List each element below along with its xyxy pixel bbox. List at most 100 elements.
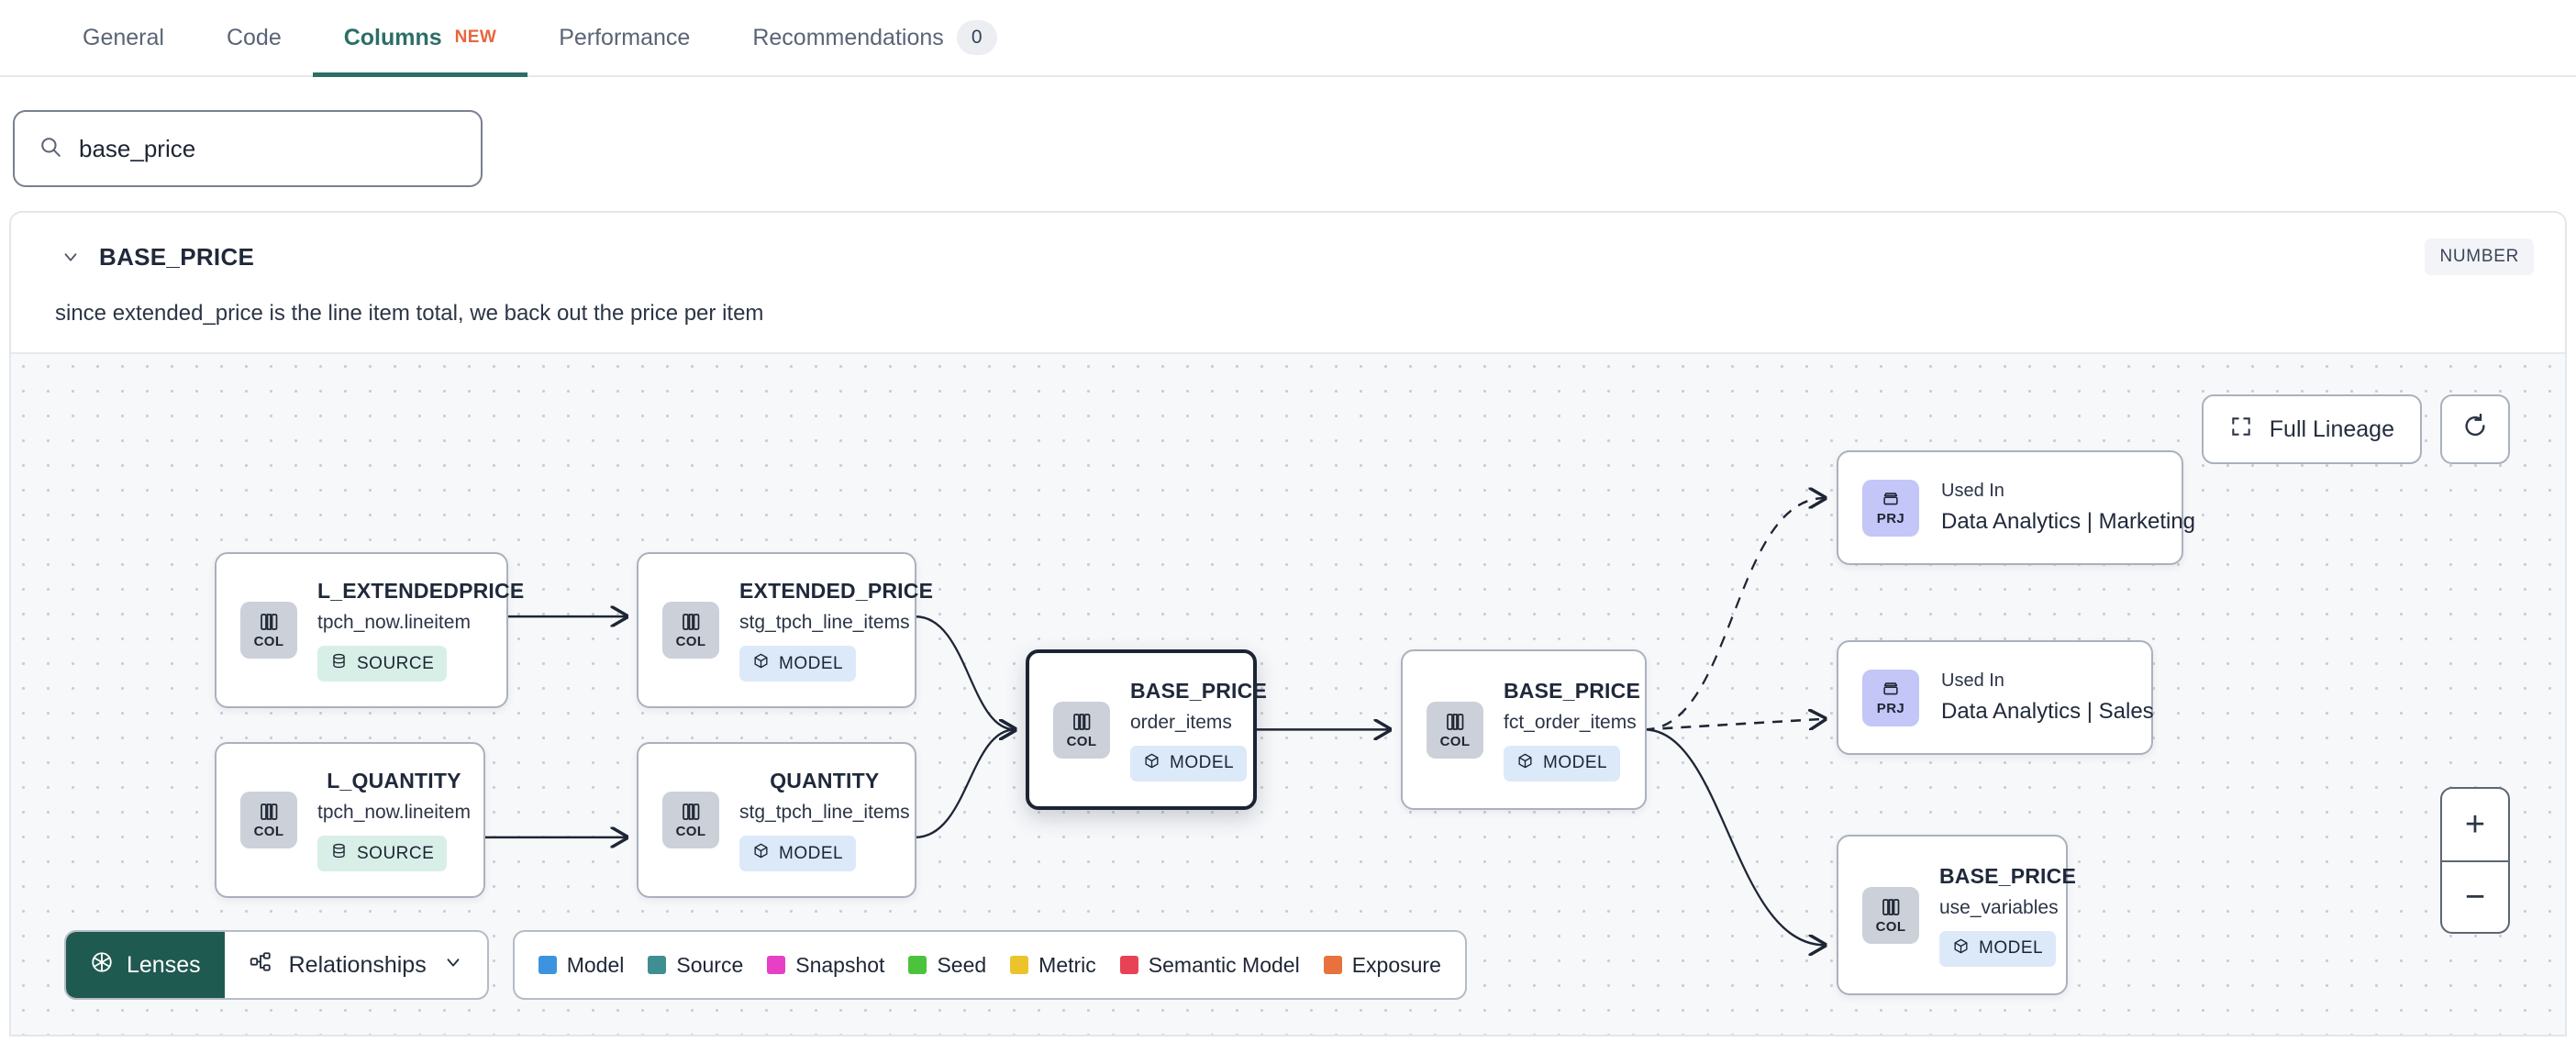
badge-label: MODEL [1170,753,1235,772]
legend-swatch [767,956,786,974]
node-project-name: Data Analytics | Marketing [1941,509,2196,534]
legend-item-model: Model [538,953,624,978]
node-body: BASE_PRICE use_variables MODEL [1919,864,2096,967]
badge-label: SOURCE [357,843,435,863]
search-box[interactable] [13,110,483,187]
legend-item-exposure: Exposure [1323,952,1441,978]
lineage-canvas[interactable]: COL L_EXTENDEDPRICE tpch_now.lineitem SO… [11,352,2565,1035]
legend-swatch [1323,956,1342,974]
lineage-node-base-price-fct-order-items[interactable]: COL BASE_PRICE fct_order_items MODEL [1401,649,1647,810]
zoom-controls: + − [2440,787,2510,934]
relationship-graph-icon [249,950,272,981]
tab-performance[interactable]: Performance [527,0,721,75]
cube-icon [752,842,770,865]
column-type-badge: NUMBER [2425,238,2534,275]
legend-item-semantic-model: Semantic Model [1119,953,1300,978]
node-title: BASE_PRICE [1130,678,1267,703]
col-icon: COL [240,792,297,848]
node-body: Used In Data Analytics | Sales [1919,671,2154,725]
refresh-icon [2461,413,2489,447]
full-lineage-button[interactable]: Full Lineage [2201,394,2422,464]
col-icon: COL [1427,701,1483,759]
node-title: BASE_PRICE [1939,863,2076,888]
node-body: BASE_PRICE order_items MODEL [1110,679,1287,781]
col-icon-label: COL [253,634,284,649]
expand-icon [2229,415,2253,445]
tab-general[interactable]: General [51,0,195,75]
badge-label: MODEL [779,653,844,673]
legend-item-source: Source [648,953,743,978]
page-title: BASE_PRICE [99,242,255,271]
new-badge: NEW [454,28,497,47]
node-type-badge: MODEL [739,836,857,871]
relationships-label: Relationships [288,951,427,978]
canvas-top-controls: Full Lineage [2201,394,2510,464]
legend-item-snapshot: Snapshot [767,953,884,978]
col-icon-label: COL [1066,733,1097,749]
prj-icon-label: PRJ [1876,510,1905,526]
lineage-node-l-quantity[interactable]: COL L_QUANTITY tpch_now.lineitem SOURCE [215,742,485,898]
legend-swatch [908,956,927,974]
col-icon-label: COL [1439,733,1471,749]
badge-label: MODEL [779,843,844,863]
tab-label: Recommendations [752,24,944,50]
lineage-node-prj-data-analytics-marketing[interactable]: PRJ Used In Data Analytics | Marketing [1837,450,2195,565]
cube-icon [1952,937,1970,960]
refresh-button[interactable] [2440,394,2510,464]
node-body: L_QUANTITY tpch_now.lineitem SOURCE [297,769,491,871]
node-project-name: Data Analytics | Sales [1941,699,2154,724]
tab-code[interactable]: Code [195,0,313,75]
cube-icon [752,652,770,675]
legend-label: Seed [937,952,987,977]
prj-icon: PRJ [1862,669,1919,726]
zoom-in-button[interactable]: + [2464,804,2486,844]
col-icon-label: COL [253,824,284,839]
node-type-badge: MODEL [1130,745,1248,781]
tab-label: Code [226,24,282,50]
relationships-dropdown[interactable]: Relationships [225,932,487,998]
column-header: BASE_PRICE NUMBER [11,213,2565,275]
col-icon: COL [240,602,297,659]
tab-recommendations[interactable]: Recommendations 0 [721,0,1027,75]
lineage-node-prj-data-analytics-sales[interactable]: PRJ Used In Data Analytics | Sales [1837,640,2154,755]
col-icon: COL [662,602,719,659]
col-icon: COL [662,792,719,848]
lenses-button[interactable]: Lenses [66,932,225,998]
legend-swatch [1010,956,1029,974]
col-icon: COL [1862,886,1919,944]
lineage-node-l-extendedprice[interactable]: COL L_EXTENDEDPRICE tpch_now.lineitem SO… [215,552,524,708]
search-input[interactable] [79,134,457,163]
edge-fct-to-use-variables [1644,728,1825,945]
lineage-node-base-price-order-items[interactable]: COL BASE_PRICE order_items MODEL [1026,649,1267,810]
legend-item-seed: Seed [908,953,986,978]
node-subtitle: order_items [1130,711,1232,733]
col-icon-label: COL [1875,918,1906,935]
column-card: BASE_PRICE NUMBER since extended_price i… [9,211,2567,1036]
prj-icon: PRJ [1862,479,1919,537]
node-subtitle: tpch_now.lineitem [317,802,471,823]
database-icon [330,842,348,865]
canvas-bottom-toolbar: Lenses Relationships [64,930,1467,1000]
node-subtitle: tpch_now.lineitem [317,612,471,633]
chevron-down-icon[interactable] [55,247,86,267]
lineage-node-quantity[interactable]: COL QUANTITY stg_tpch_line_items MODEL [637,742,916,898]
legend-swatch [538,956,557,974]
node-type-badge: MODEL [739,646,857,682]
edge-fct-to-prj-marketing [1644,498,1825,731]
tab-label: General [83,24,164,50]
full-lineage-label: Full Lineage [2269,416,2394,442]
node-subtitle: use_variables [1939,896,2059,918]
zoom-out-button[interactable]: − [2442,860,2508,932]
column-description: since extended_price is the line item to… [55,301,764,326]
legend-label: Exposure [1351,952,1441,977]
node-subtitle: stg_tpch_line_items [739,612,910,633]
badge-label: SOURCE [357,653,435,673]
badge-label: MODEL [1543,753,1608,772]
lineage-node-base-price-use-variables[interactable]: COL BASE_PRICE use_variables MODEL [1837,835,2076,995]
node-title: EXTENDED_PRICE [739,579,934,603]
col-icon-label: COL [675,824,706,839]
lineage-node-extended-price[interactable]: COL EXTENDED_PRICE stg_tpch_line_items M… [637,552,933,708]
tab-columns[interactable]: Columns NEW [312,0,528,77]
node-title: L_QUANTITY [327,769,461,793]
legend-label: Snapshot [795,952,885,977]
